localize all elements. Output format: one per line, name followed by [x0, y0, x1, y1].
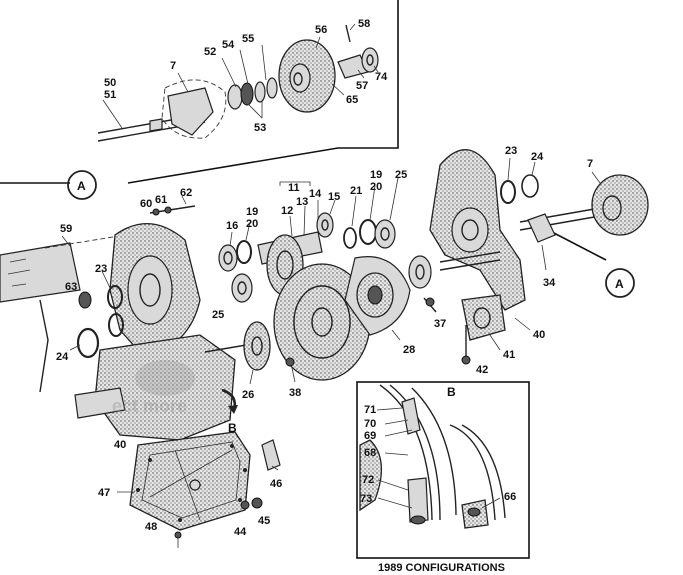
label-11: 11 — [288, 182, 300, 194]
label-47: 47 — [98, 487, 110, 499]
housing-left-half — [74, 223, 236, 441]
label-20a: 20 — [246, 218, 258, 230]
label-66: 66 — [504, 491, 516, 503]
callout-a-right — [551, 231, 635, 298]
svg-text:ect more: ect more — [112, 396, 187, 416]
label-23b: 23 — [95, 263, 107, 275]
label-16: 16 — [226, 220, 238, 232]
label-14: 14 — [309, 188, 322, 200]
label-7-upper: 7 — [170, 60, 176, 72]
inset-b-left-detail — [359, 384, 457, 525]
inset-b-right-detail — [449, 424, 506, 529]
bearing-set-right — [316, 177, 399, 249]
upper-detail-frame — [0, 0, 399, 184]
label-55: 55 — [242, 33, 254, 45]
label-25b: 25 — [212, 309, 224, 321]
label-40a: 40 — [533, 329, 545, 341]
label-37: 37 — [434, 318, 446, 330]
callout-b-arrow — [221, 388, 238, 414]
label-56: 56 — [315, 24, 327, 36]
differential-case — [344, 255, 432, 341]
callout-b-main-text: B — [228, 421, 237, 435]
label-58: 58 — [358, 18, 370, 30]
fill-plug-46 — [261, 439, 281, 471]
label-38: 38 — [289, 387, 301, 399]
label-24b: 24 — [56, 351, 69, 363]
hub-assembly-upper — [337, 23, 379, 79]
label-28: 28 — [403, 344, 415, 356]
brake-drum-right — [519, 171, 649, 271]
brake-bracket-upper — [161, 72, 227, 139]
part-labels: 50 51 7 52 54 55 53 56 58 65 57 74 60 61… — [56, 18, 624, 574]
label-45: 45 — [258, 515, 270, 527]
label-19a: 19 — [246, 206, 258, 218]
label-54: 54 — [222, 39, 235, 51]
callout-a-left — [67, 170, 97, 200]
axle-clamp — [461, 294, 531, 365]
label-61: 61 — [155, 194, 167, 206]
callout-b-inset-text: B — [447, 385, 456, 399]
label-23a: 23 — [505, 145, 517, 157]
label-69: 69 — [364, 430, 376, 442]
label-46: 46 — [270, 478, 282, 490]
label-15: 15 — [328, 191, 340, 203]
label-68: 68 — [364, 447, 376, 459]
housing-right-half — [429, 149, 526, 311]
label-51: 51 — [104, 89, 116, 101]
inset-caption: 1989 CONFIGURATIONS — [378, 562, 505, 574]
label-19b: 19 — [370, 169, 382, 181]
left-seal-stack — [69, 270, 124, 359]
gear-cluster — [257, 181, 371, 381]
axle-tube-left — [0, 234, 126, 393]
label-71: 71 — [364, 404, 376, 416]
label-24a: 24 — [531, 151, 544, 163]
lower-bearing-26 — [204, 321, 296, 385]
label-60: 60 — [140, 198, 152, 210]
callout-a-right-text: A — [615, 277, 624, 291]
label-72: 72 — [362, 474, 374, 486]
callout-a-left-text: A — [77, 179, 86, 193]
right-seal-pair — [500, 157, 539, 204]
label-12: 12 — [281, 205, 293, 217]
cover-plate — [117, 431, 263, 548]
label-52: 52 — [204, 46, 216, 58]
label-50: 50 — [104, 77, 116, 89]
brake-drum-upper — [278, 36, 345, 113]
label-53: 53 — [254, 122, 266, 134]
label-7-right: 7 — [587, 158, 593, 170]
label-74: 74 — [375, 71, 388, 83]
label-34: 34 — [543, 277, 556, 289]
bolt-37 — [423, 297, 437, 313]
label-44: 44 — [234, 526, 247, 538]
label-70: 70 — [364, 418, 376, 430]
label-73: 73 — [360, 493, 372, 505]
label-63: 63 — [65, 281, 77, 293]
bearing-stack-upper — [221, 44, 278, 119]
label-40b: 40 — [114, 439, 126, 451]
label-59: 59 — [60, 223, 72, 235]
label-20b: 20 — [370, 181, 382, 193]
label-57: 57 — [356, 80, 368, 92]
label-25a: 25 — [395, 169, 407, 181]
label-48: 48 — [145, 521, 157, 533]
watermark-logo: ect more — [112, 360, 195, 416]
bolt-set-60-62 — [149, 195, 196, 216]
label-21: 21 — [350, 185, 362, 197]
label-65: 65 — [346, 94, 358, 106]
label-13: 13 — [296, 196, 308, 208]
label-62: 62 — [180, 187, 192, 199]
inset-b-frame — [356, 381, 530, 559]
label-26: 26 — [242, 389, 254, 401]
label-42: 42 — [476, 364, 488, 376]
label-41: 41 — [503, 349, 515, 361]
bearing-set-left — [218, 221, 253, 303]
